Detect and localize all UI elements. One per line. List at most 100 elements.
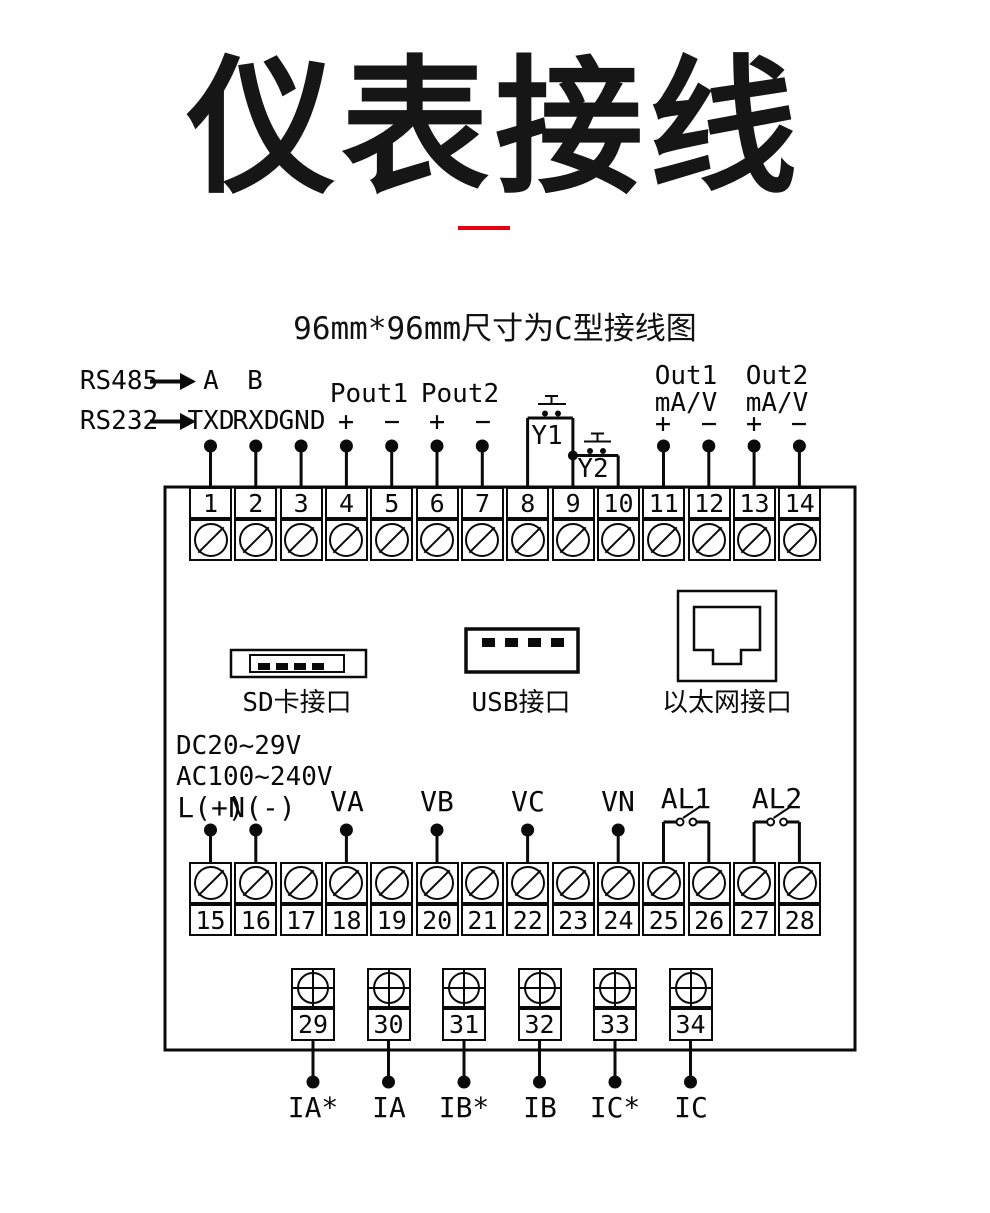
terminal-number: 31 [442, 1008, 486, 1041]
terminal-number: 8 [506, 487, 550, 519]
terminal-number: 2 [234, 487, 278, 519]
terminal-screw [370, 862, 414, 904]
terminal-number: 5 [370, 487, 414, 519]
terminal-screw-cross [291, 968, 335, 1008]
terminal-number: 21 [460, 904, 504, 936]
terminal-screw-cross [668, 968, 713, 1008]
terminal-number: 10 [596, 487, 640, 519]
terminal-screw-cross [442, 968, 486, 1008]
terminal-screw [279, 519, 323, 561]
rs485-arrow-icon [150, 373, 196, 390]
alarm-relay-al1-label: AL1 [660, 782, 712, 815]
terminal-screw [370, 519, 414, 561]
middle-wire-dots [204, 823, 625, 837]
top-wire-dots [204, 439, 806, 453]
terminal-number: 18 [324, 904, 368, 936]
out1-plus-sign: + [654, 408, 672, 440]
terminal-number: 19 [370, 904, 414, 936]
ethernet-port-icon [676, 589, 778, 683]
rs232-pin-rxd: RXD [232, 406, 280, 436]
line-terminal-label: L(+) [177, 791, 245, 824]
terminal-number: 17 [279, 904, 323, 936]
out1-unit-label: mA/V [654, 388, 718, 418]
top-terminal-wires [209, 446, 801, 489]
terminal-number: 27 [732, 904, 776, 936]
title-underline [458, 226, 510, 230]
terminal-number: 11 [642, 487, 686, 519]
pout2-minus-sign: − [474, 406, 492, 438]
terminal-number: 7 [460, 487, 504, 519]
pushbutton-y1-icon [526, 395, 573, 489]
neutral-terminal-label: N(-) [228, 791, 296, 824]
current-input-ia-label: IA [372, 1091, 406, 1124]
terminal-number: 14 [778, 487, 822, 519]
rs485-pin-b: B [247, 366, 263, 396]
rs232-arrow-icon [150, 413, 196, 430]
terminal-number: 12 [687, 487, 731, 519]
usb-label: USB接口 [471, 688, 571, 718]
out2-unit-label: mA/V [745, 388, 809, 418]
terminal-screw [189, 862, 232, 904]
terminal-number: 30 [366, 1008, 411, 1041]
terminal-screw-cross [517, 968, 562, 1008]
current-input-ia-star-label: IA* [287, 1091, 339, 1124]
out2-label: Out2 [745, 361, 809, 391]
terminal-number: 20 [415, 904, 459, 936]
rs232-pin-txd: TXD [187, 406, 235, 436]
sd-card-icon [229, 648, 368, 679]
voltage-input-vb-label: VB [420, 785, 454, 818]
terminal-number: 6 [415, 487, 459, 519]
pushbutton-y2-icon [567, 418, 620, 489]
ethernet-label: 以太网接口 [661, 688, 793, 718]
terminal-number: 15 [189, 904, 232, 936]
y2-button-label: Y2 [577, 454, 609, 484]
terminal-number: 4 [324, 487, 368, 519]
terminal-screw [506, 519, 550, 561]
terminal-screw [551, 862, 595, 904]
terminal-number: 3 [279, 487, 323, 519]
pout2-label: Pout2 [420, 379, 500, 409]
terminal-screw [279, 862, 323, 904]
terminal-number: 9 [551, 487, 595, 519]
terminal-screw [596, 519, 640, 561]
pout2-plus-sign: + [428, 406, 446, 438]
terminal-screw [324, 519, 368, 561]
terminal-screw [324, 862, 368, 904]
voltage-input-va-label: VA [330, 785, 364, 818]
terminal-number: 1 [189, 487, 232, 519]
terminal-number: 26 [687, 904, 731, 936]
terminal-number: 22 [506, 904, 550, 936]
terminal-screw [234, 519, 278, 561]
diagram-subtitle: 96mm*96mm尺寸为C型接线图 [293, 311, 697, 347]
out1-label: Out1 [654, 361, 718, 391]
terminal-screw [642, 862, 686, 904]
terminal-screw [687, 519, 731, 561]
relay-contact-al2-icon [752, 805, 801, 864]
rs485-label: RS485 [79, 366, 159, 396]
terminal-number: 28 [778, 904, 822, 936]
terminal-screw-cross [366, 968, 411, 1008]
terminal-screw [687, 862, 731, 904]
terminal-number: 24 [596, 904, 640, 936]
terminal-number: 29 [291, 1008, 335, 1041]
current-input-ic-star-label: IC* [589, 1091, 641, 1124]
terminal-number: 34 [668, 1008, 713, 1041]
middle-terminal-wires [209, 830, 620, 864]
pout1-label: Pout1 [329, 379, 409, 409]
terminal-screw [234, 862, 278, 904]
terminal-screw [778, 519, 822, 561]
terminal-screw [642, 519, 686, 561]
terminal-number: 13 [732, 487, 776, 519]
terminal-screw [732, 862, 776, 904]
terminal-screw-cross [593, 968, 637, 1008]
bottom-terminal-wires [311, 1039, 692, 1082]
y1-button-label: Y1 [531, 421, 563, 451]
out1-minus-sign: − [700, 408, 718, 440]
pout1-plus-sign: + [337, 406, 355, 438]
voltage-input-vn-label: VN [601, 785, 635, 818]
alarm-relay-al2-label: AL2 [751, 782, 803, 815]
voltage-input-vc-label: VC [511, 785, 545, 818]
terminal-screw [506, 862, 550, 904]
